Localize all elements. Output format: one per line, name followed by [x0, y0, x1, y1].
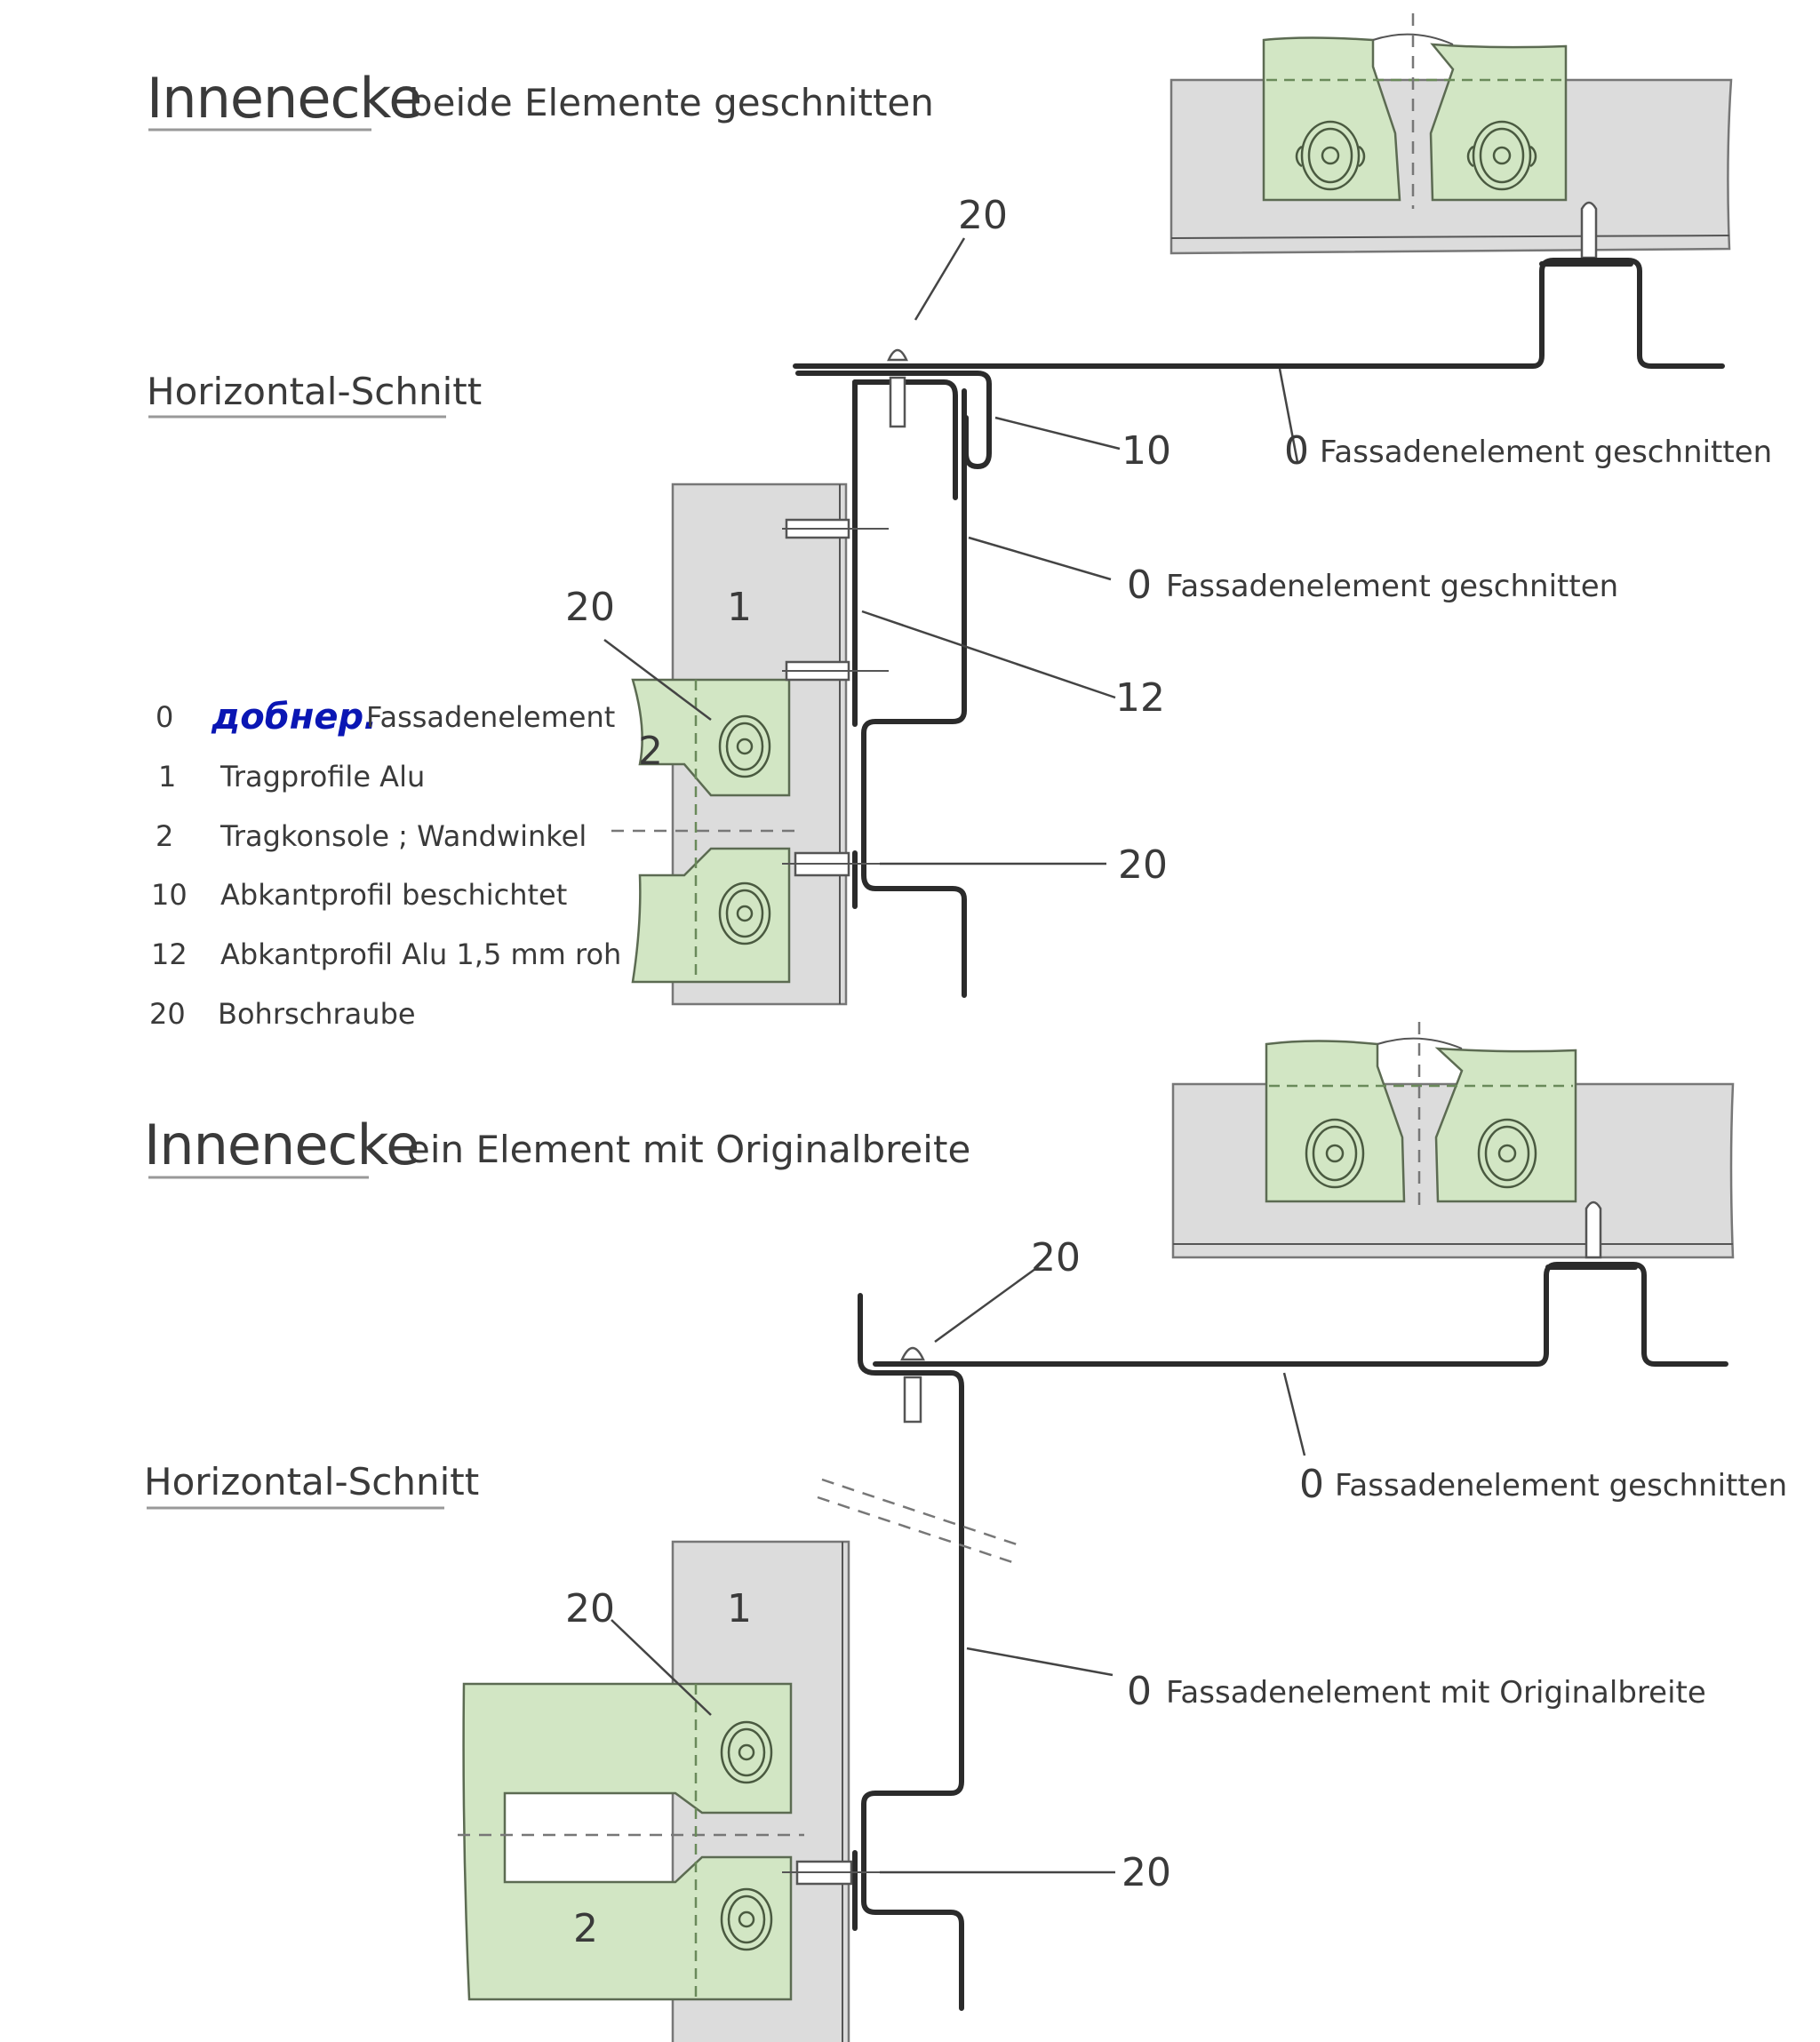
callout-20: 20: [565, 1586, 615, 1631]
console-left: [1265, 1040, 1406, 1203]
screw-icon: [782, 851, 880, 877]
anchor-bolt-icon: [1466, 120, 1537, 191]
break-symbol: [817, 1478, 1023, 1566]
break-line: [1372, 33, 1454, 45]
leader-0-vertical: [968, 536, 1112, 581]
anchor-bolt-icon: [1477, 1118, 1537, 1189]
legend-text: Fassadenelement: [366, 700, 615, 734]
callout-20: 20: [958, 193, 1008, 238]
legend: 0 добнер. Fassadenelement 1 Tragprofile …: [149, 697, 621, 1031]
callout-0-text: Fassadenelement mit Originalbreite: [1166, 1675, 1706, 1711]
console-right: [1434, 1047, 1577, 1203]
screw-icon: [1580, 201, 1598, 259]
callout-0-text: Fassadenelement geschnitten: [1166, 569, 1618, 604]
screw-icon: [887, 348, 908, 428]
brand-logo: добнер.: [211, 697, 377, 738]
bottom-title-sub: ein Element mit Originalbreite: [407, 1128, 970, 1171]
callout-1: 1: [727, 585, 752, 630]
facade-element-inner-fold: [852, 379, 958, 500]
console-left: [1262, 36, 1401, 202]
anchor-bolt-icon: [718, 881, 771, 945]
callout-0: 0: [1127, 1669, 1152, 1714]
leader-20-top: [914, 237, 966, 321]
anchor-bolt-icon: [1295, 120, 1366, 191]
callout-0: 0: [1127, 562, 1152, 608]
screw-icon: [782, 1860, 884, 1886]
legend-num: 20: [149, 997, 186, 1031]
screw-icon: [782, 518, 889, 539]
legend-text: Tragprofile Alu: [220, 760, 425, 794]
leader-0-vertical: [966, 1647, 1114, 1677]
break-line: [1377, 1037, 1463, 1049]
facade-element-vertical: [858, 1293, 964, 2011]
leader-10: [994, 416, 1121, 451]
leader-12: [861, 610, 1116, 699]
top-elevation-view: [1169, 13, 1733, 259]
leader-20-left: [603, 639, 712, 721]
callout-0: 0: [1299, 1462, 1324, 1507]
callout-2: 2: [573, 1906, 598, 1951]
bottom-section-label: Horizontal-Schnitt: [144, 1460, 479, 1504]
legend-num: 2: [156, 819, 173, 853]
callout-20: 20: [1118, 842, 1168, 888]
callout-2: 2: [638, 729, 663, 774]
bottom-title-main: Innenecke: [144, 1113, 419, 1177]
callout-10: 10: [1122, 428, 1171, 474]
top-title-main: Innenecke: [147, 66, 421, 131]
callout-1: 1: [727, 1586, 752, 1631]
top-title-sub: beide Elemente geschnitten: [409, 81, 934, 124]
top-section-label: Horizontal-Schnitt: [147, 370, 482, 413]
legend-num: 10: [151, 878, 188, 912]
leader-20-left: [611, 1619, 712, 1716]
anchor-bolt-icon: [720, 1720, 773, 1784]
callout-20: 20: [565, 585, 615, 630]
top-detail: Innenecke beide Elemente geschnitten Hor…: [147, 13, 1772, 1006]
abkantprofil-10: [795, 371, 992, 469]
legend-text: Bohrschraube: [218, 997, 416, 1031]
screw-icon: [1585, 1200, 1602, 1259]
facade-element-horizontal: [793, 258, 1725, 369]
anchor-bolt-icon: [1305, 1118, 1365, 1189]
facade-element-vertical: [861, 388, 967, 998]
callout-20: 20: [1031, 1235, 1081, 1280]
legend-num: 0: [156, 700, 173, 734]
callout-0: 0: [1284, 428, 1309, 474]
console-2-lower: [631, 847, 791, 984]
legend-num: 1: [158, 760, 176, 794]
legend-text: Abkantprofil beschichtet: [220, 878, 567, 912]
legend-text: Abkantprofil Alu 1,5 mm roh: [220, 937, 621, 971]
legend-text: Tragkonsole ; Wandwinkel: [220, 819, 587, 853]
anchor-bolt-icon: [720, 1887, 773, 1951]
leader-20-top: [934, 1267, 1036, 1344]
leader-0-horizontal: [1278, 368, 1299, 463]
leader-0-horizontal: [1282, 1372, 1306, 1456]
callout-0-text: Fassadenelement geschnitten: [1320, 435, 1772, 470]
callout-20: 20: [1122, 1850, 1171, 1895]
console-2: [462, 1682, 793, 2001]
legend-num: 12: [151, 937, 188, 971]
bottom-detail: Innenecke ein Element mit Originalbreite…: [144, 1022, 1787, 2042]
bottom-elevation-view: [1171, 1022, 1735, 1259]
console-2-upper: [631, 678, 791, 797]
screw-icon: [900, 1346, 925, 1424]
screw-icon: [782, 660, 889, 682]
callout-12: 12: [1115, 675, 1165, 721]
facade-element-horizontal: [873, 1262, 1728, 1367]
anchor-bolt-icon: [718, 714, 771, 778]
profile-edge-line: [1170, 235, 1730, 239]
callout-0-text: Fassadenelement geschnitten: [1335, 1468, 1787, 1504]
